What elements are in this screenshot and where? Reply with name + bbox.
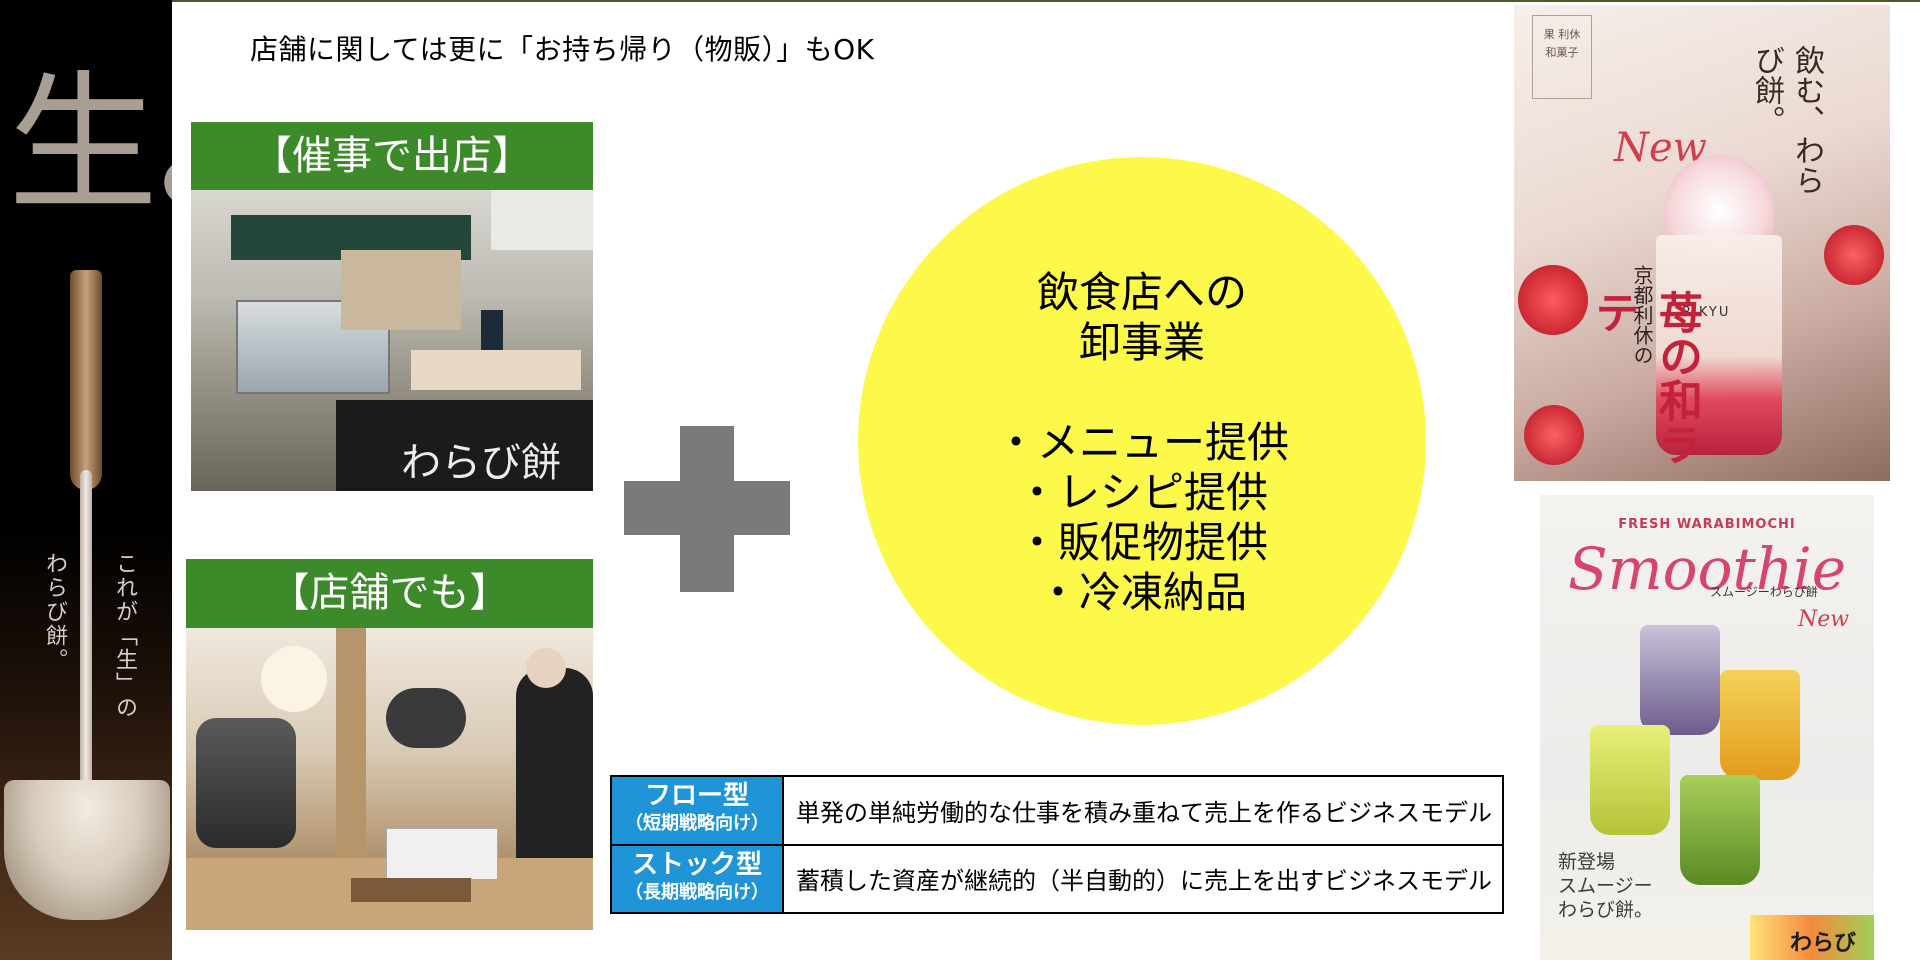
circle-line-7: ・冷凍納品 xyxy=(1036,568,1247,617)
smoothie-title: Smoothie xyxy=(1567,535,1847,603)
circle-line-6: ・販促物提供 xyxy=(1015,518,1268,567)
smoothie-tagline-1: 新登場 xyxy=(1558,851,1616,873)
flow-type-label: フロー型 xyxy=(644,781,749,812)
circle-line-5: ・レシピ提供 xyxy=(1015,468,1268,517)
event-photo: わらび餅 xyxy=(191,190,593,491)
smoothie-poster: FRESH WARABIMOCHI Smoothie スムージーわらび餅 New… xyxy=(1540,495,1874,960)
latte-cup-brand: RIKYU xyxy=(1682,305,1731,320)
latte-product: 苺の和ラテ xyxy=(1587,290,1702,466)
latte-headline: 飲む、わらび餅。 xyxy=(1749,45,1824,195)
spoon-image xyxy=(70,270,102,490)
latte-brand: 京都利休の xyxy=(1630,265,1654,365)
flow-type-sub: （短期戦略向け） xyxy=(625,813,769,835)
event-sign: わらび餅 xyxy=(401,440,561,486)
wholesale-text: 飲食店への 卸事業 ・メニュー提供 ・レシピ提供 ・販促物提供 ・冷凍納品 xyxy=(858,268,1426,618)
latte-corner-top: 果 利休 xyxy=(1543,28,1581,41)
stock-type-desc: 蓄積した資産が継続的（半自動的）に売上を出すビジネスモデル xyxy=(782,843,1504,914)
drip-image xyxy=(80,470,92,830)
smoothie-new: New xyxy=(1798,607,1850,632)
smoothie-subtitle: スムージーわらび餅 xyxy=(1710,585,1818,599)
flow-type-cell: フロー型 （短期戦略向け） xyxy=(610,775,784,846)
stock-type-cell: ストック型 （長期戦略向け） xyxy=(610,843,784,914)
table-row: ストック型 （長期戦略向け） 蓄積した資産が継続的（半自動的）に売上を出すビジネ… xyxy=(610,843,1504,914)
latte-poster: 果 利休 和菓子 New 飲む、わらび餅。 RIKYU 京都利休の 苺の和ラテ xyxy=(1514,5,1890,481)
stock-type-label: ストック型 xyxy=(631,849,762,880)
store-label: 【店舗でも】 xyxy=(186,559,593,628)
smoothie-tagline-3: わらび餅。 xyxy=(1558,899,1654,921)
event-label: 【催事で出店】 xyxy=(191,122,593,190)
business-model-table: フロー型 （短期戦略向け） 単発の単純労働的な仕事を積み重ねて売上を作るビジネス… xyxy=(610,775,1504,914)
smoothie-brand: わらび餅 xyxy=(1790,930,1857,956)
wholesale-circle xyxy=(858,157,1426,725)
stock-type-sub: （長期戦略向け） xyxy=(625,881,769,903)
plus-icon-bar xyxy=(624,481,790,535)
circle-line-1: 飲食店への xyxy=(1036,268,1247,317)
top-rule xyxy=(0,0,1920,2)
circle-line-2: 卸事業 xyxy=(1078,318,1205,367)
header-note: 店舗に関しては更に「お持ち帰り（物販）」もOK xyxy=(250,33,875,66)
store-photo xyxy=(186,628,593,930)
circle-line-3 xyxy=(858,368,1426,418)
bowl-image xyxy=(4,780,170,920)
left-poster: 生。 これが「生」の わらび餅。 xyxy=(0,0,172,960)
flow-type-desc: 単発の単純労働的な仕事を積み重ねて売上を作るビジネスモデル xyxy=(782,775,1504,846)
latte-corner-bottom: 和菓子 xyxy=(1545,46,1579,59)
circle-line-4: ・メニュー提供 xyxy=(994,418,1289,467)
smoothie-fresh: FRESH WARABIMOCHI xyxy=(1618,517,1796,532)
table-row: フロー型 （短期戦略向け） 単発の単純労働的な仕事を積み重ねて売上を作るビジネス… xyxy=(610,775,1504,846)
poster-caption-1: これが「生」の xyxy=(112,552,137,720)
poster-big-char: 生。 xyxy=(8,58,172,232)
poster-caption-2: わらび餅。 xyxy=(42,552,67,672)
smoothie-tagline-2: スムージー xyxy=(1558,875,1653,897)
